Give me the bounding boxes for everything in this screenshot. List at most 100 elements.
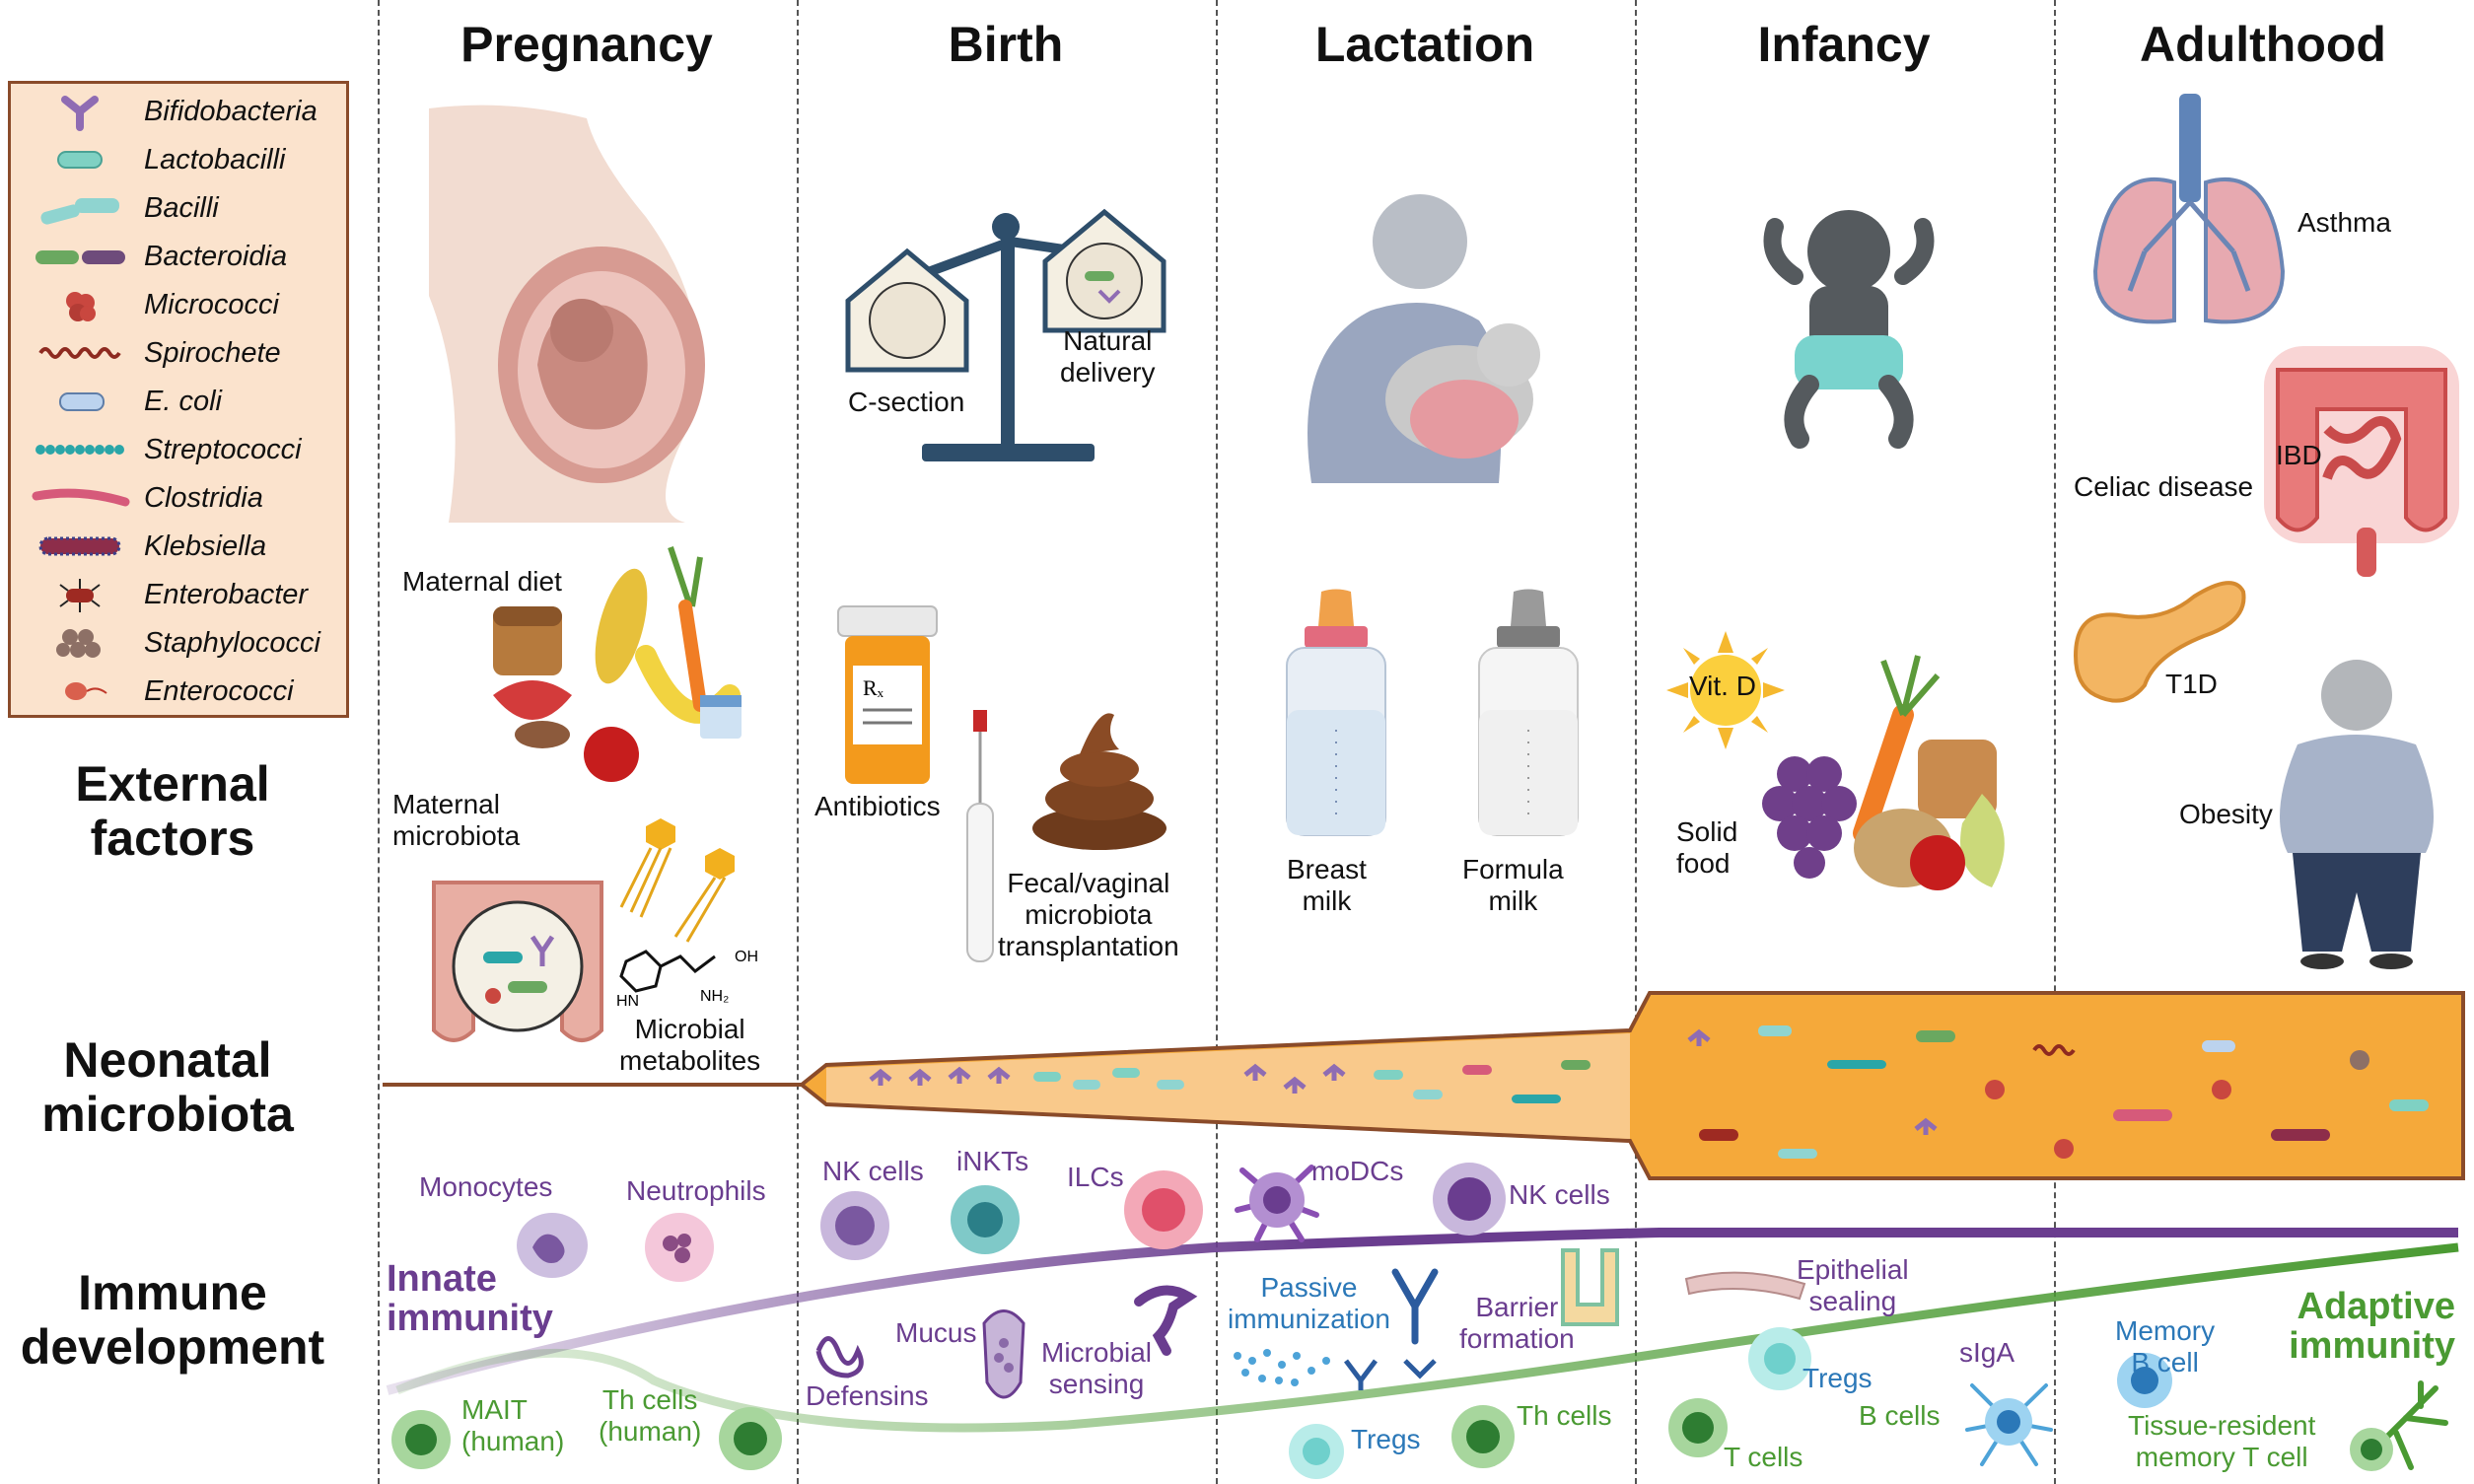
label-line: Fecal/vaginal xyxy=(1007,868,1170,898)
legend-label: Clostridia xyxy=(144,482,263,514)
row-title-line: microbiota xyxy=(41,1087,294,1142)
legend-item: Bacilli xyxy=(11,184,346,233)
column-divider xyxy=(378,0,380,1484)
barrier-formation-villus-icon xyxy=(1561,1248,1619,1326)
infant-baby-icon xyxy=(1763,210,1935,449)
tissue-resident-t-cell-icon xyxy=(2350,1380,2448,1471)
bacilli-icon xyxy=(40,198,119,225)
legend-label: Bacilli xyxy=(144,192,219,224)
legend-label: Bacteroidia xyxy=(144,241,288,272)
label-line: Adaptive xyxy=(2297,1286,2455,1327)
maternal-microbiota-label: Maternal microbiota xyxy=(392,789,520,852)
innate-immunity-label: Innate immunity xyxy=(387,1259,553,1339)
tregs-label-2: Tregs xyxy=(1802,1363,1873,1393)
legend-item: E. coli xyxy=(11,378,346,426)
t-cell-icon xyxy=(1668,1398,1728,1457)
label-line: milk xyxy=(1302,885,1352,917)
row-title-external-factors: External factors xyxy=(75,756,270,866)
label-line: metabolites xyxy=(619,1045,761,1077)
treg-cell-icon-2 xyxy=(1748,1327,1811,1390)
legend-item: Staphylococci xyxy=(11,619,346,668)
tissue-resident-memory-t-cell-label: Tissue-resident memory T cell xyxy=(2128,1410,2315,1473)
microbiota-transplantation-label: Fecal/vaginal microbiota transplantation xyxy=(998,868,1179,963)
label-line: Breast xyxy=(1287,854,1367,884)
label-line: formation xyxy=(1459,1323,1575,1355)
pancreas-icon xyxy=(2073,581,2246,703)
lactobacilli-icon xyxy=(57,151,103,169)
row-title-line: Immune xyxy=(78,1265,267,1320)
legend-item: Streptococci xyxy=(11,426,346,474)
monocyte-cell-icon xyxy=(517,1213,588,1278)
siga-label: sIgA xyxy=(1959,1337,2015,1368)
label-line: microbiota xyxy=(1025,899,1153,931)
column-title-infancy: Infancy xyxy=(1757,17,1931,72)
defensins-icon xyxy=(815,1336,864,1378)
b-cells-label: B cells xyxy=(1859,1400,1941,1431)
label-line: Epithelial xyxy=(1797,1254,1909,1285)
row-title-immune-development: Immune development xyxy=(20,1266,325,1375)
label-line: Memory xyxy=(2115,1315,2216,1346)
epithelial-sealing-icon xyxy=(1684,1271,1806,1301)
spirochete-icon xyxy=(38,347,121,359)
label-line: Microbial xyxy=(634,1014,745,1044)
monocytes-label: Monocytes xyxy=(419,1171,553,1202)
column-divider xyxy=(2054,0,2056,1484)
balance-scale-icon xyxy=(845,208,1166,461)
column-title-lactation: Lactation xyxy=(1314,17,1535,72)
swab-tube-icon xyxy=(966,710,994,962)
legend-item: Lactobacilli xyxy=(11,136,346,184)
row-title-line: development xyxy=(20,1319,325,1375)
legend-label: Enterobacter xyxy=(144,579,309,610)
breast-milk-bottle-icon xyxy=(1286,589,1386,836)
label-line: immunity xyxy=(2289,1324,2455,1367)
nk-cells-label-2: NK cells xyxy=(1509,1179,1610,1210)
label-line: Maternal xyxy=(392,789,500,819)
inkt-cell-icon xyxy=(951,1185,1020,1254)
column-divider xyxy=(1635,0,1637,1484)
legend-item: Bifidobacteria xyxy=(11,88,346,136)
column-divider xyxy=(797,0,799,1484)
label-line: delivery xyxy=(1060,357,1156,389)
label-line: MAIT xyxy=(461,1394,528,1425)
legend-item: Clostridia xyxy=(11,474,346,523)
label-line: sensing xyxy=(1048,1369,1145,1400)
label-line: transplantation xyxy=(998,931,1179,962)
label-line: food xyxy=(1676,848,1731,880)
solid-food-label: Solid food xyxy=(1676,816,1737,880)
label-line: B cell xyxy=(2131,1347,2199,1378)
tregs-label: Tregs xyxy=(1351,1424,1421,1454)
label-line: Tissue-resident xyxy=(2128,1410,2316,1441)
neutrophil-cell-icon xyxy=(645,1213,714,1282)
feces-icon xyxy=(1032,713,1166,850)
nk-cells-label: NK cells xyxy=(822,1156,924,1186)
label-line: (human) xyxy=(461,1426,565,1457)
chem-hn-text: HN xyxy=(616,993,639,1010)
nk-cell-icon-2 xyxy=(1433,1163,1506,1236)
column-title-birth: Birth xyxy=(948,17,1064,72)
micrococci-icon xyxy=(66,292,96,321)
intestine-icon xyxy=(2264,346,2459,577)
label-line: (human) xyxy=(599,1416,702,1448)
adaptive-immunity-label: Adaptive immunity xyxy=(2278,1286,2455,1367)
lungs-icon xyxy=(2092,94,2286,324)
obese-person-icon xyxy=(2280,660,2434,969)
passive-immunization-label: Passive immunization xyxy=(1228,1272,1390,1335)
th-cells-human-label: Th cells (human) xyxy=(599,1384,701,1448)
c-section-label: C-section xyxy=(848,387,965,417)
asthma-label: Asthma xyxy=(2297,207,2391,238)
enterobacter-icon xyxy=(59,579,101,612)
staphylococci-icon xyxy=(56,629,101,658)
label-line: sealing xyxy=(1808,1286,1897,1317)
inkts-label: iNKTs xyxy=(956,1146,1029,1176)
label-line: milk xyxy=(1488,885,1538,917)
legend-label: Streptococci xyxy=(144,434,302,465)
column-title-adulthood: Adulthood xyxy=(2140,17,2386,72)
sun-icon xyxy=(1666,631,1785,749)
legend-item: Enterobacter xyxy=(11,571,346,619)
mait-label: MAIT (human) xyxy=(461,1394,564,1457)
label-line: Solid xyxy=(1676,816,1738,847)
label-line: memory T cell xyxy=(2135,1442,2308,1473)
klebsiella-icon xyxy=(38,536,121,556)
legend-label: Staphylococci xyxy=(144,627,320,659)
label-line: immunity xyxy=(387,1297,553,1339)
